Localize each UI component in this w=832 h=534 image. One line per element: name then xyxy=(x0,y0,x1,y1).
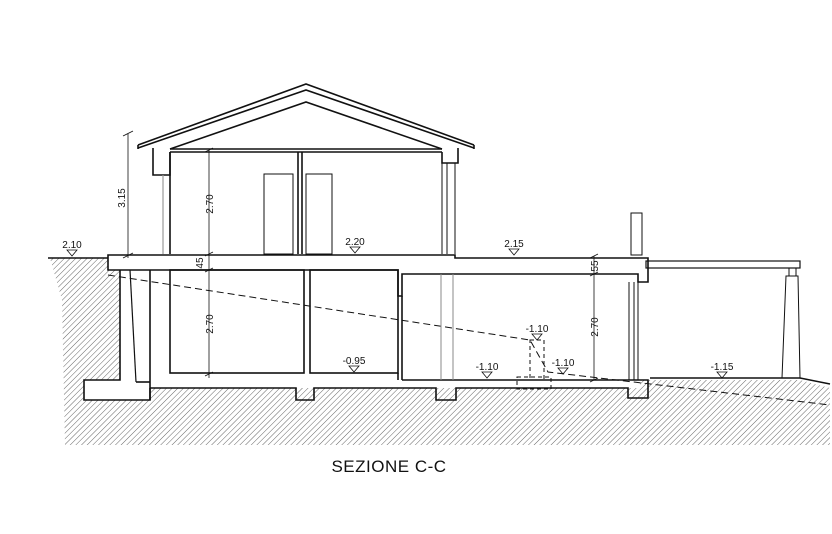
dimension-labels: 3.15 2.70 45 2.70 55 2.70 xyxy=(117,188,601,337)
dim-lower-room-height-right: 2.70 xyxy=(590,317,601,337)
level-lower-floor-right-b: -1.10 xyxy=(552,358,575,369)
level-labels: 2.10 2.20 2.15 -0.95 -1.10 -1.10 -1.10 -… xyxy=(62,237,734,373)
dim-upper-room-height: 2.70 xyxy=(205,194,216,214)
drawing-title: SEZIONE C-C xyxy=(331,457,446,476)
level-lower-floor-left: -0.95 xyxy=(343,356,366,367)
natural-ground-dashed-line xyxy=(107,274,831,406)
ground-hatch xyxy=(50,258,830,445)
level-step-top: -1.10 xyxy=(526,324,549,335)
level-ground-right: -1.15 xyxy=(711,362,734,373)
dimension-lines xyxy=(122,130,599,383)
dim-slab-thickness-right: 55 xyxy=(590,260,601,272)
lower-floor xyxy=(83,212,649,401)
level-ground-left: 2.10 xyxy=(62,240,82,251)
upper-slab xyxy=(107,254,649,297)
pergola xyxy=(645,260,801,379)
level-upper-floor: 2.20 xyxy=(345,237,365,248)
roof xyxy=(137,83,475,176)
upper-floor-walls xyxy=(162,152,456,255)
level-markers xyxy=(66,246,728,379)
dim-slab-thickness-left: 45 xyxy=(195,257,206,269)
dim-lower-room-height-left: 2.70 xyxy=(205,314,216,334)
terrain-line xyxy=(48,257,831,385)
level-lower-floor-right-a: -1.10 xyxy=(476,362,499,373)
level-terrace: 2.15 xyxy=(504,239,524,250)
dim-total-height-upper: 3.15 xyxy=(117,188,128,208)
